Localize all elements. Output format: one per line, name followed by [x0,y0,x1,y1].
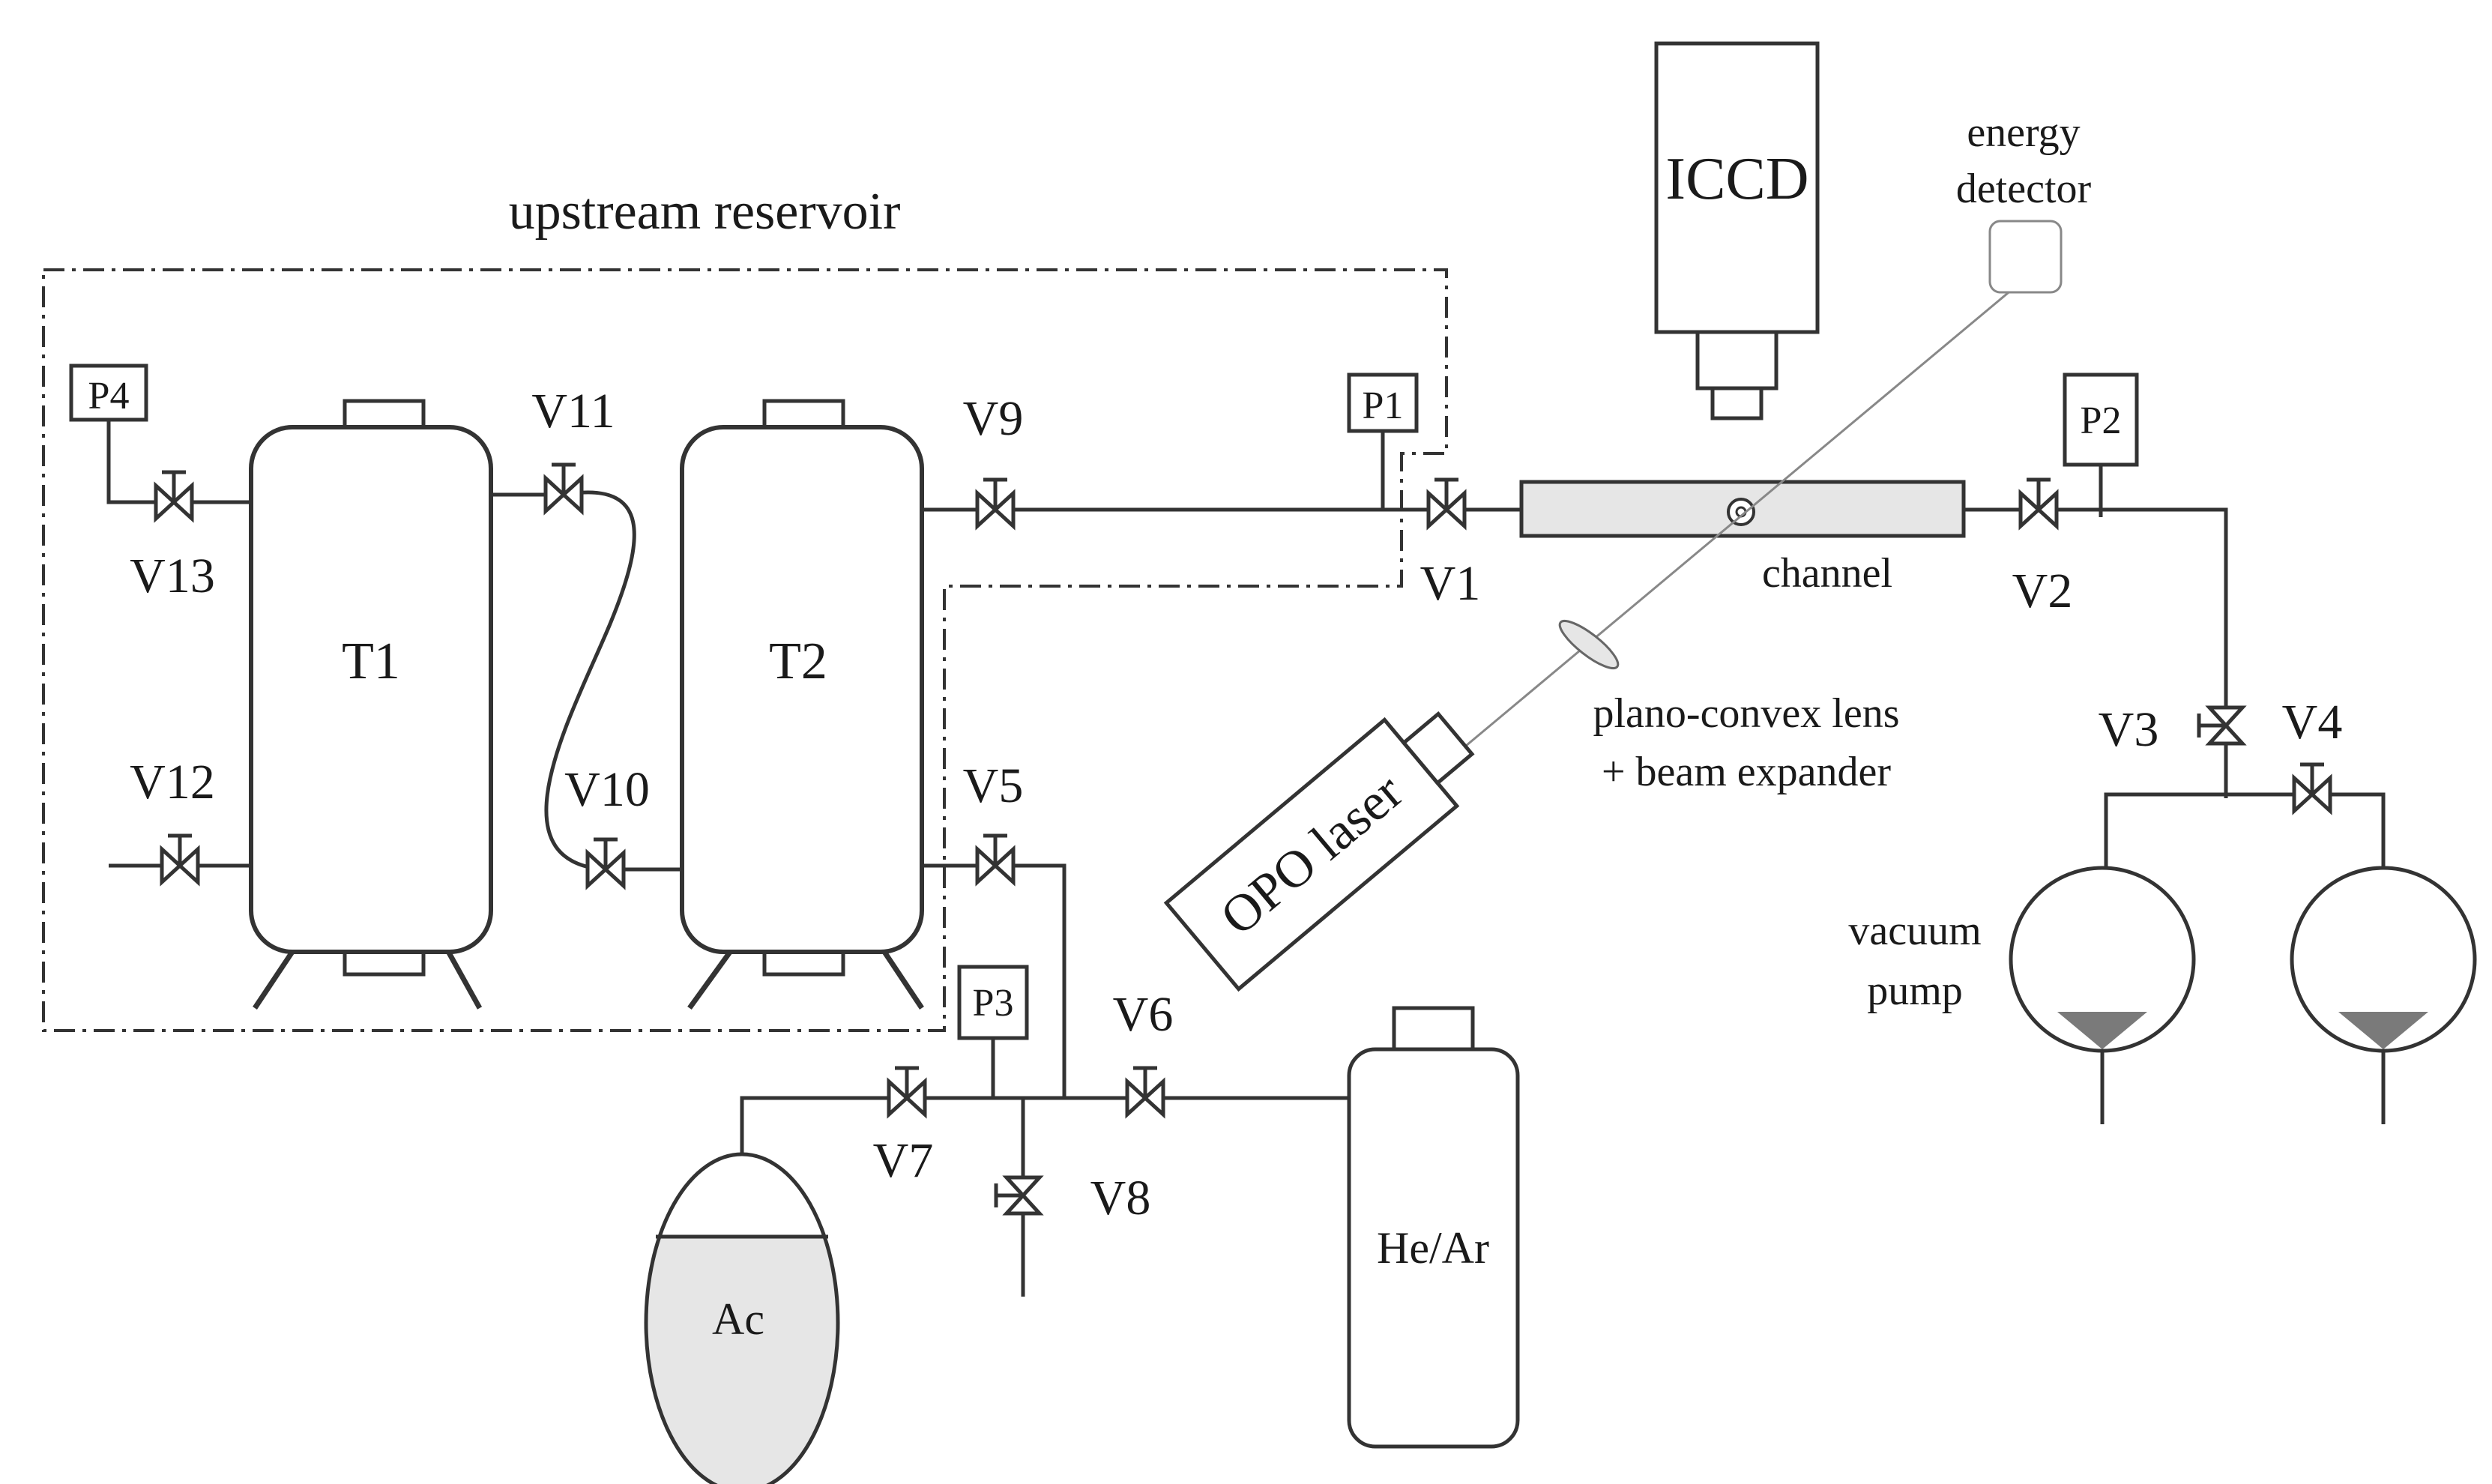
valve-v11[interactable] [546,465,582,511]
valve-v10[interactable] [588,839,624,886]
tank-t1-label: T1 [342,633,400,690]
upstream-reservoir-title: upstream reservoir [509,183,901,241]
gauge-p4: P4 [69,364,148,422]
valve-v6[interactable] [1127,1068,1163,1114]
gauge-p1: P1 [1347,372,1419,433]
valve-v2[interactable] [2021,480,2057,526]
tank-t2: T2 [680,399,924,1010]
tank-t2-label: T2 [769,633,827,690]
gauge-p4-label: P4 [88,375,130,417]
energy-detector-label-line1: energy [1967,109,2080,156]
valve-v4-label: V4 [2282,695,2343,749]
valve-v13[interactable] [156,472,192,519]
gas-cylinder-label: He/Ar [1377,1223,1489,1273]
valve-v12-label: V12 [130,755,215,809]
channel-label: channel [1762,550,1892,597]
valve-v10-label: V10 [564,762,650,817]
upstream-reservoir-boundary [42,268,1448,1032]
ac-vessel-label: Ac [712,1294,764,1344]
valve-v5-label: V5 [963,758,1024,813]
valve-v9[interactable] [977,480,1013,526]
plano-convex-lens [1558,619,1620,670]
valve-v1-label: V1 [1420,556,1481,611]
iccd-label: ICCD [1665,146,1808,212]
channel [1465,480,2020,538]
lens-label-line1: plano-convex lens [1593,690,1900,737]
gauge-p3: P3 [957,965,1029,1040]
valve-v1[interactable] [1428,480,1464,526]
valve-v8-label: V8 [1090,1171,1151,1225]
valve-v7[interactable] [889,1068,925,1114]
gas-cylinder [1347,1006,1520,1449]
vacuum-pump-left [2009,866,2196,1053]
valve-v5[interactable] [977,836,1013,882]
valve-v11-label: V11 [531,384,615,438]
gauge-p3-label: P3 [973,982,1014,1025]
energy-detector [1988,220,2063,294]
valve-v7-label: V7 [873,1133,934,1188]
valve-v2-label: V2 [2012,564,2073,618]
laser-beam [1461,253,2054,751]
valve-v8[interactable] [996,1177,1040,1213]
gauge-p2-label: P2 [2081,399,2122,442]
vacuum-pump-label-line2: pump [1867,968,1963,1014]
energy-detector-label-line2: detector [1956,166,2092,212]
lens-label-line2: + beam expander [1602,749,1891,795]
gauge-p1-label: P1 [1363,384,1404,427]
valve-v6-label: V6 [1113,987,1174,1042]
vacuum-pump-right [2290,866,2477,1053]
valve-v4[interactable] [2294,764,2330,811]
gauge-p2: P2 [2063,372,2139,467]
valve-v3-label: V3 [2099,702,2159,757]
ac-vessel [644,1152,840,1484]
valve-v3[interactable] [2199,708,2242,743]
iccd-camera [1654,41,1820,420]
valve-v9-label: V9 [963,391,1024,446]
tank-t1: T1 [249,399,493,1010]
opo-laser: OPO laser [1163,711,1475,992]
valve-v13-label: V13 [130,549,215,603]
valve-v12[interactable] [162,836,198,882]
vacuum-pump-label-line1: vacuum [1848,908,1981,954]
